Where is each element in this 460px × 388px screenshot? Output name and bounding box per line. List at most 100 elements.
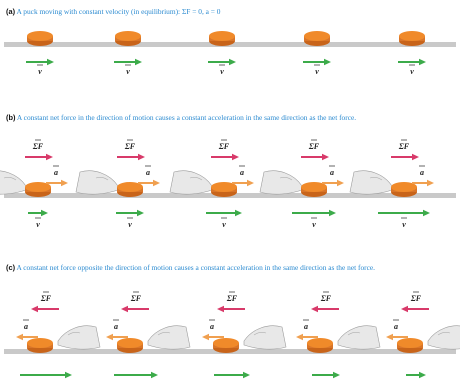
- hand-b-5-knuckle: [369, 177, 383, 181]
- force-arrow-b-2-head: [138, 153, 145, 161]
- force-arrow-b-4: [301, 153, 329, 161]
- force-arrow-c-5-head: [401, 305, 408, 313]
- panel-a-caption: (a) A puck moving with constant velocity…: [6, 7, 454, 16]
- hand-b-1: [0, 170, 27, 195]
- velocity-arrow-b-3: [206, 209, 242, 217]
- hand-c-1: [57, 325, 101, 350]
- force-arrow-c-4: [311, 305, 339, 313]
- accel-label-b-1: a: [54, 168, 58, 177]
- puck-b-1: [25, 182, 51, 197]
- puck-c-1: [27, 338, 53, 353]
- velocity-arrow-c-5: [406, 371, 426, 379]
- puck-b-2-top: [117, 182, 143, 192]
- puck-b-5-top: [391, 182, 417, 192]
- panel-c-tag: (c): [6, 263, 16, 272]
- puck-a-2: [115, 31, 141, 46]
- velocity-arrow-c-5-head: [419, 371, 426, 379]
- hand-b-5-shape: [349, 170, 393, 195]
- force-arrow-b-5: [391, 153, 419, 161]
- accel-arrow-c-4-head: [296, 333, 303, 341]
- velocity-arrow-b-1: [28, 209, 48, 217]
- velocity-arrow-c-1-head: [65, 371, 72, 379]
- puck-b-4: [301, 182, 327, 197]
- velocity-arrow-b-4: [292, 209, 336, 217]
- hand-b-3: [169, 170, 213, 195]
- hand-c-4: [337, 325, 381, 350]
- hand-b-1-shape: [0, 170, 27, 195]
- accel-label-b-2: a: [146, 168, 150, 177]
- velocity-arrow-c-4: [312, 371, 340, 379]
- force-arrow-c-5: [401, 305, 429, 313]
- accel-label-c-1: a: [24, 322, 28, 331]
- hand-c-5: [427, 325, 460, 350]
- hand-b-2: [75, 170, 119, 195]
- hand-b-3-shape: [169, 170, 213, 195]
- accel-label-b-5: a: [420, 168, 424, 177]
- force-arrow-c-4-head: [311, 305, 318, 313]
- puck-b-2: [117, 182, 143, 197]
- velocity-arrow-b-2-head: [137, 209, 144, 217]
- accel-arrow-b-4-head: [337, 179, 344, 187]
- hand-c-2: [147, 325, 191, 350]
- accel-label-c-5: a: [394, 322, 398, 331]
- accel-arrow-c-3-head: [202, 333, 209, 341]
- force-arrow-b-1-head: [46, 153, 53, 161]
- velocity-arrow-b-3-head: [235, 209, 242, 217]
- force-label-c-5: ΣF: [410, 294, 422, 303]
- velocity-label-a-3: v: [220, 67, 224, 76]
- hand-b-3-knuckle: [189, 177, 203, 181]
- accel-arrow-b-1-head: [61, 179, 68, 187]
- hand-c-2-shape: [147, 325, 191, 350]
- puck-b-3-top: [211, 182, 237, 192]
- velocity-arrow-a-1-head: [47, 58, 54, 66]
- hand-b-4-shape: [259, 170, 303, 195]
- velocity-arrow-c-1: [20, 371, 72, 379]
- puck-a-4-top: [304, 31, 330, 41]
- hand-c-5-shape: [427, 325, 460, 350]
- force-label-b-3: ΣF: [218, 142, 230, 151]
- force-arrow-b-2: [117, 153, 145, 161]
- accel-arrow-b-3: [232, 179, 254, 187]
- accel-label-c-4: a: [304, 322, 308, 331]
- accel-arrow-c-5-head: [386, 333, 393, 341]
- force-arrow-c-2-head: [121, 305, 128, 313]
- velocity-arrow-b-5: [378, 209, 430, 217]
- accel-arrow-b-2-head: [153, 179, 160, 187]
- hand-b-4: [259, 170, 303, 195]
- accel-arrow-c-1: [16, 333, 38, 341]
- velocity-label-b-1: v: [36, 220, 40, 229]
- velocity-label-b-3: v: [222, 220, 226, 229]
- force-arrow-c-3-head: [217, 305, 224, 313]
- accel-arrow-b-4: [322, 179, 344, 187]
- force-arrow-b-1: [25, 153, 53, 161]
- puck-c-4-top: [307, 338, 333, 348]
- force-arrow-b-4-head: [322, 153, 329, 161]
- hand-c-5-knuckle: [437, 332, 451, 336]
- hand-c-1-shape: [57, 325, 101, 350]
- velocity-arrow-c-3-head: [243, 371, 250, 379]
- force-arrow-c-1: [31, 305, 59, 313]
- velocity-arrow-c-4-head: [333, 371, 340, 379]
- velocity-label-b-5: v: [402, 220, 406, 229]
- puck-a-2-top: [115, 31, 141, 41]
- hand-b-2-shape: [75, 170, 119, 195]
- velocity-arrow-b-1-head: [41, 209, 48, 217]
- puck-a-3-top: [209, 31, 235, 41]
- velocity-arrow-a-1: [26, 58, 54, 66]
- panel-a-caption-text: A puck moving with constant velocity (in…: [16, 7, 181, 16]
- velocity-label-a-5: v: [410, 67, 414, 76]
- puck-b-5: [391, 182, 417, 197]
- force-label-c-3: ΣF: [226, 294, 238, 303]
- hand-b-2-knuckle: [95, 177, 109, 181]
- velocity-label-a-4: v: [315, 67, 319, 76]
- puck-b-4-top: [301, 182, 327, 192]
- force-arrow-c-1-head: [31, 305, 38, 313]
- velocity-arrow-a-4-head: [324, 58, 331, 66]
- force-label-b-5: ΣF: [398, 142, 410, 151]
- velocity-arrow-a-2: [114, 58, 142, 66]
- puck-b-3: [211, 182, 237, 197]
- puck-c-1-top: [27, 338, 53, 348]
- puck-a-5: [399, 31, 425, 46]
- force-arrow-b-3: [211, 153, 239, 161]
